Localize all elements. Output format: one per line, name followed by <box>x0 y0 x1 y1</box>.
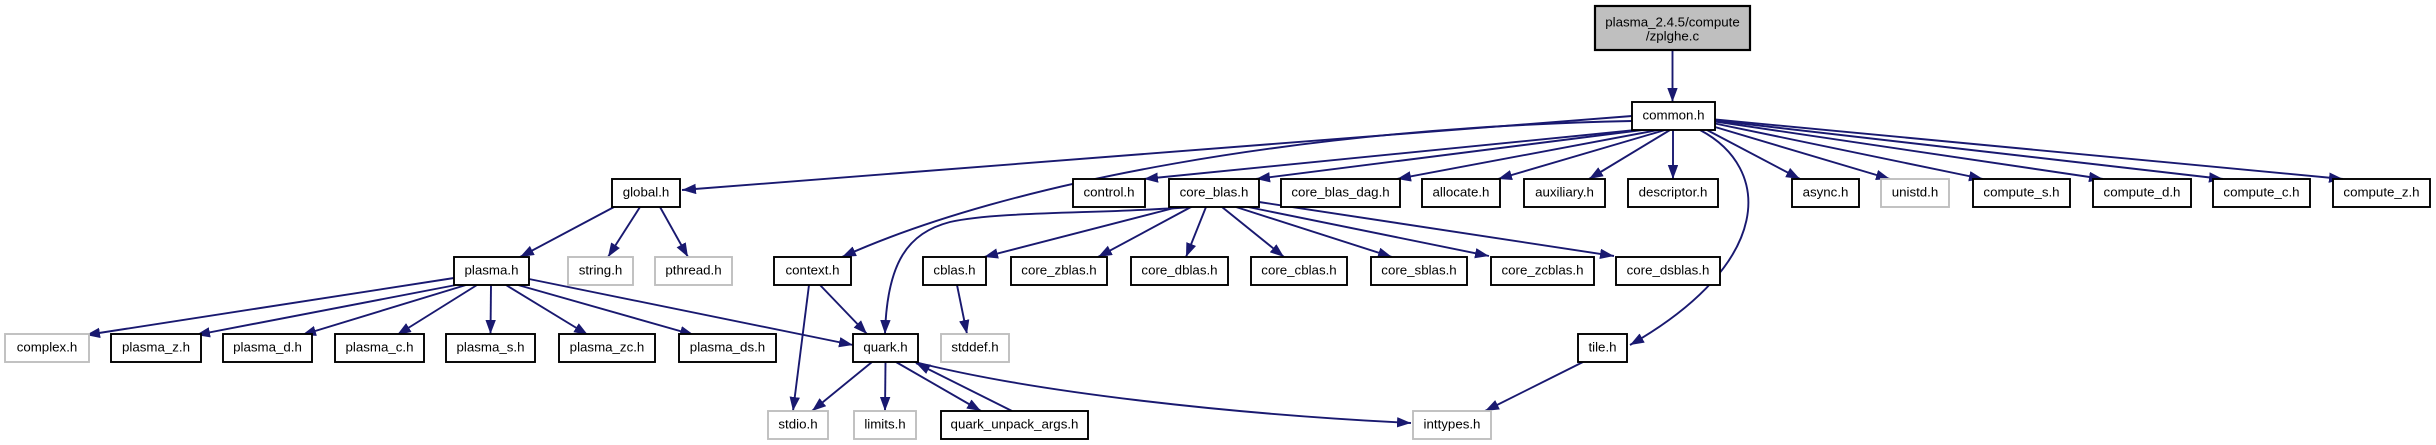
svg-text:plasma_d.h: plasma_d.h <box>233 340 302 355</box>
svg-text:plasma_ds.h: plasma_ds.h <box>690 340 765 355</box>
svg-text:core_sblas.h: core_sblas.h <box>1381 263 1456 278</box>
svg-text:compute_s.h: compute_s.h <box>1983 185 2059 200</box>
svg-text:tile.h: tile.h <box>1588 340 1616 355</box>
svg-text:limits.h: limits.h <box>864 417 905 432</box>
svg-text:descriptor.h: descriptor.h <box>1639 185 1708 200</box>
svg-text:pthread.h: pthread.h <box>665 263 721 278</box>
svg-text:core_blas.h: core_blas.h <box>1180 185 1249 200</box>
svg-text:core_cblas.h: core_cblas.h <box>1261 263 1336 278</box>
svg-text:auxiliary.h: auxiliary.h <box>1535 185 1594 200</box>
svg-text:plasma_z.h: plasma_z.h <box>122 340 190 355</box>
svg-text:context.h: context.h <box>786 263 840 278</box>
svg-text:common.h: common.h <box>1642 108 1704 123</box>
svg-text:core_blas_dag.h: core_blas_dag.h <box>1291 185 1389 200</box>
svg-text:plasma_c.h: plasma_c.h <box>346 340 414 355</box>
svg-text:core_zcblas.h: core_zcblas.h <box>1501 263 1583 278</box>
svg-text:core_dblas.h: core_dblas.h <box>1141 263 1217 278</box>
svg-text:control.h: control.h <box>1084 185 1135 200</box>
svg-text:compute_c.h: compute_c.h <box>2223 185 2299 200</box>
svg-text:inttypes.h: inttypes.h <box>1424 417 1481 432</box>
svg-text:plasma.h: plasma.h <box>465 263 519 278</box>
svg-text:compute_d.h: compute_d.h <box>2104 185 2181 200</box>
svg-text:core_zblas.h: core_zblas.h <box>1021 263 1096 278</box>
svg-text:core_dsblas.h: core_dsblas.h <box>1627 263 1710 278</box>
svg-text:stddef.h: stddef.h <box>951 340 998 355</box>
svg-text:quark.h: quark.h <box>863 340 907 355</box>
svg-text:complex.h: complex.h <box>17 340 78 355</box>
svg-text:string.h: string.h <box>579 263 623 278</box>
svg-text:plasma_2.4.5/compute: plasma_2.4.5/compute <box>1605 14 1740 29</box>
svg-text:quark_unpack_args.h: quark_unpack_args.h <box>951 417 1079 432</box>
svg-text:compute_z.h: compute_z.h <box>2343 185 2419 200</box>
svg-text:async.h: async.h <box>1803 185 1849 200</box>
svg-text:plasma_s.h: plasma_s.h <box>457 340 525 355</box>
svg-text:allocate.h: allocate.h <box>1433 185 1490 200</box>
svg-text:plasma_zc.h: plasma_zc.h <box>570 340 645 355</box>
svg-text:stdio.h: stdio.h <box>778 417 817 432</box>
svg-text:global.h: global.h <box>623 185 670 200</box>
svg-text:cblas.h: cblas.h <box>933 263 975 278</box>
svg-text:unistd.h: unistd.h <box>1892 185 1939 200</box>
svg-text:/zplghe.c: /zplghe.c <box>1646 28 1700 43</box>
